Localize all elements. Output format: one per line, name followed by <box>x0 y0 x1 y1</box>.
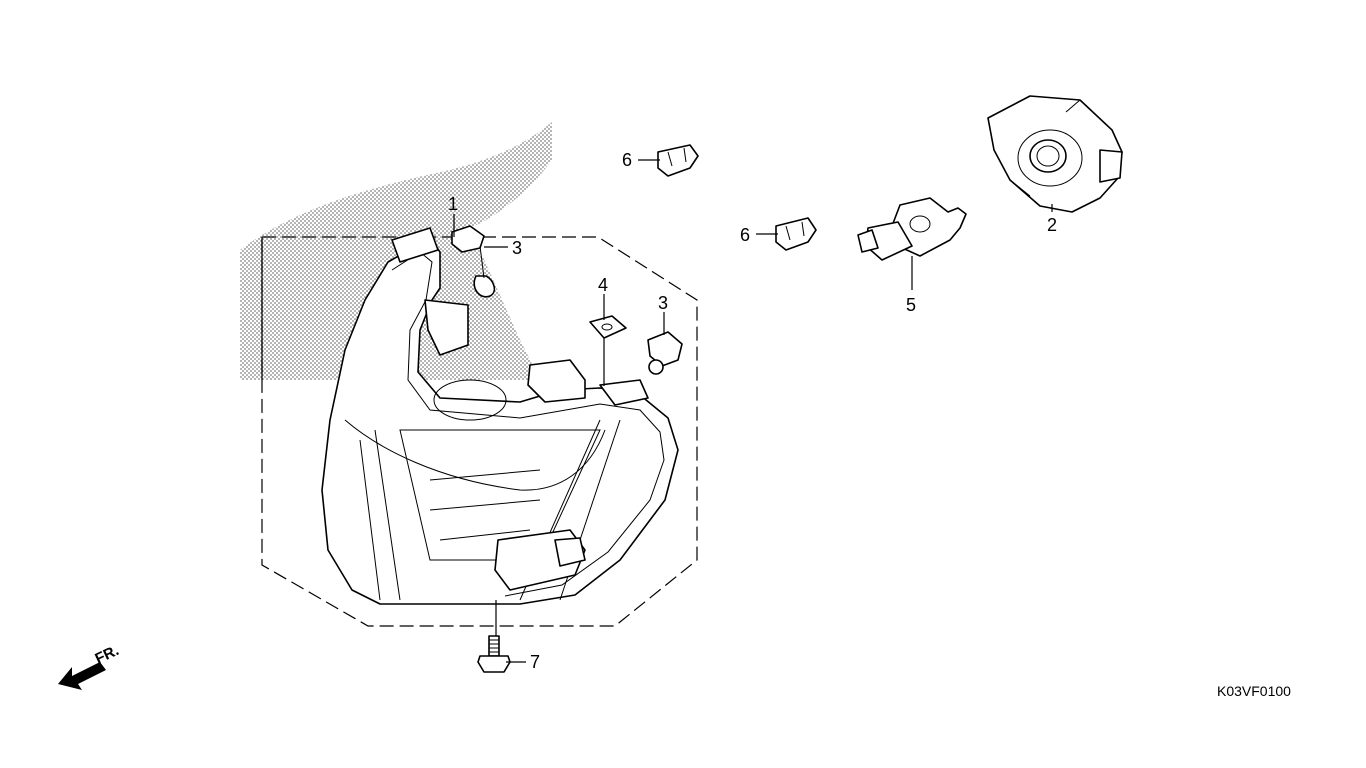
grommet-upper[interactable] <box>657 144 699 177</box>
grommet-lower[interactable] <box>775 217 817 251</box>
clip-upper[interactable] <box>451 225 496 298</box>
bolt[interactable] <box>477 635 511 673</box>
callout-7: 7 <box>530 652 540 672</box>
callout-5: 5 <box>906 295 916 315</box>
front-label: FR. <box>93 642 122 668</box>
callout-4: 4 <box>598 275 608 295</box>
callout-2: 2 <box>1047 215 1057 235</box>
diagram-code: K03VF0100 <box>1217 683 1291 699</box>
leader-lines <box>261 159 1053 663</box>
callout-1: 1 <box>448 194 458 214</box>
callout-6-lower: 6 <box>740 225 750 245</box>
headlight-unit[interactable] <box>321 227 679 605</box>
callout-3-right: 3 <box>658 293 668 313</box>
clip-right[interactable] <box>647 331 683 375</box>
front-direction-arrow: FR. <box>58 642 122 690</box>
assembly-boundary <box>261 236 698 627</box>
bulb[interactable] <box>857 197 967 261</box>
cover[interactable] <box>987 95 1123 213</box>
nut[interactable] <box>589 315 627 339</box>
callout-3-upper: 3 <box>512 238 522 258</box>
callout-6-upper: 6 <box>622 150 632 170</box>
